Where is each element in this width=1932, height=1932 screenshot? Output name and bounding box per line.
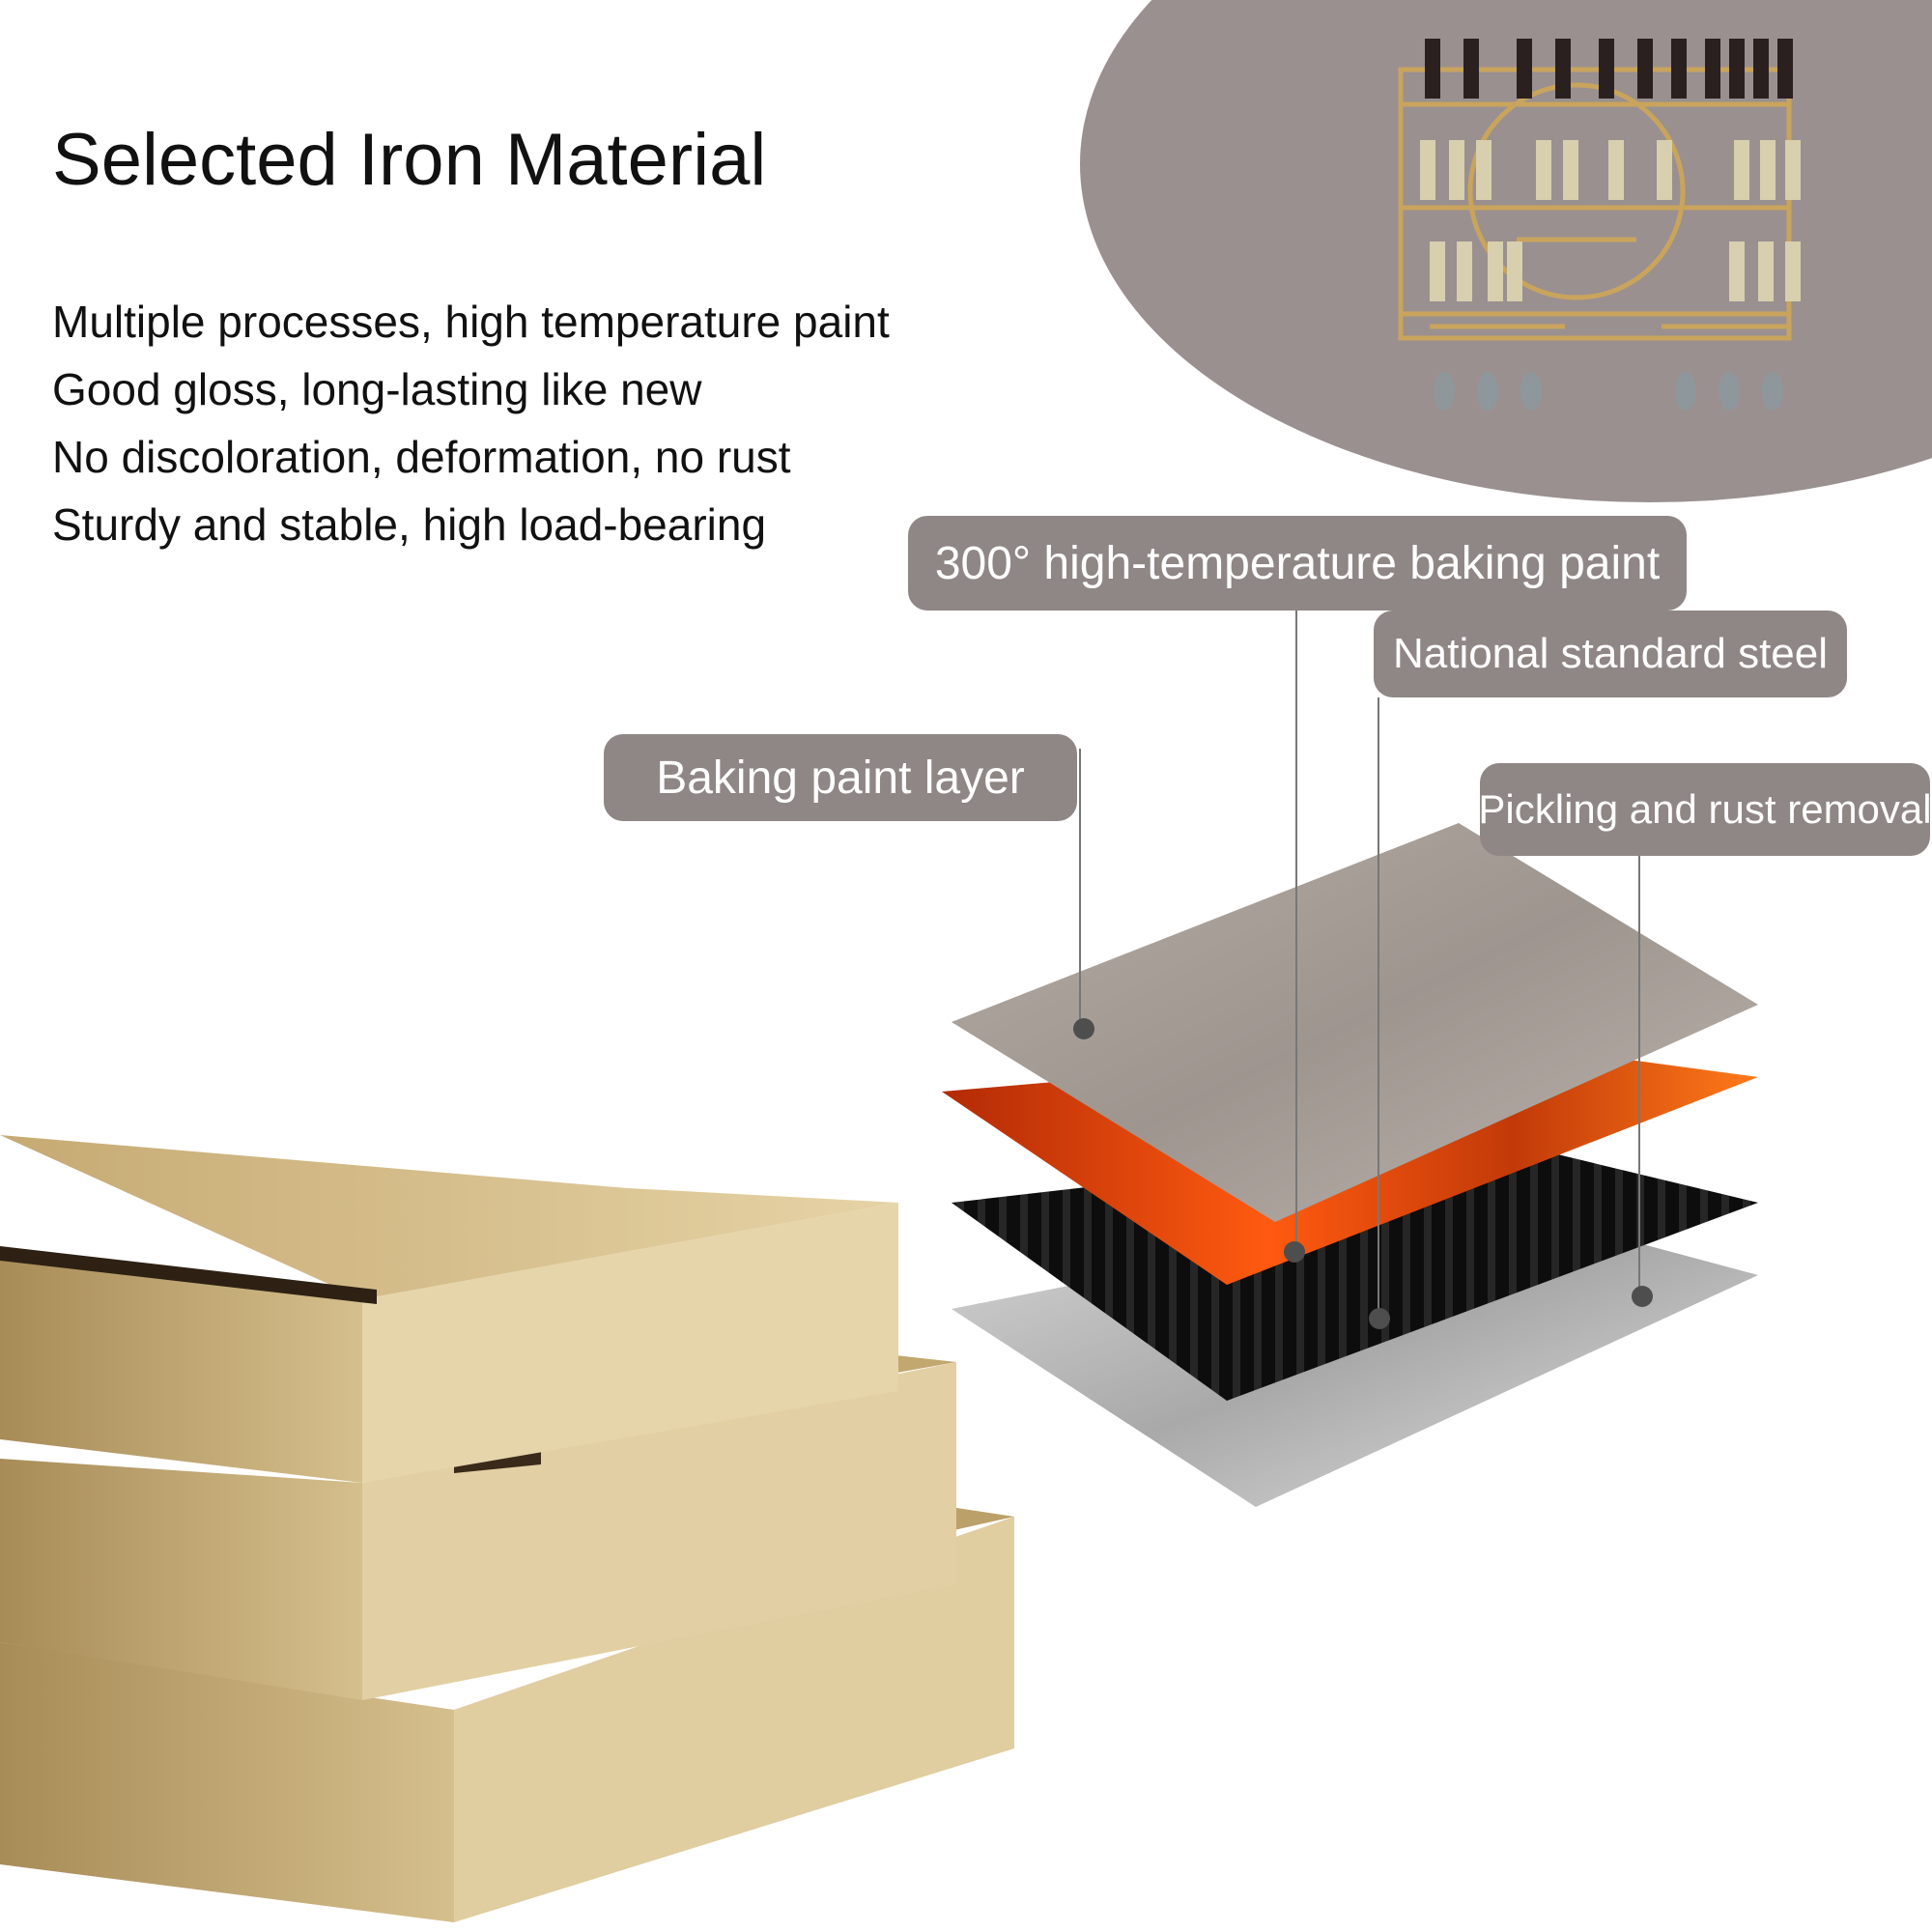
- bottle-shape: [1420, 140, 1435, 200]
- bottle-shape: [1734, 140, 1749, 200]
- bottle-shape: [1657, 140, 1672, 200]
- bottle-shape: [1536, 140, 1551, 200]
- bottle-shape: [1758, 242, 1774, 301]
- bottle-shape: [1476, 140, 1492, 200]
- bottle-shape: [1729, 39, 1745, 99]
- bottle-shape: [1488, 242, 1503, 301]
- label-baking-paint-layer: Baking paint layer: [604, 734, 1077, 821]
- bottle-shape: [1608, 140, 1624, 200]
- bottle-shape: [1671, 39, 1687, 99]
- bottle-shape: [1777, 39, 1793, 99]
- glass-shape: [1520, 372, 1542, 411]
- label-national-steel: National standard steel: [1374, 611, 1847, 697]
- bottle-shape: [1457, 242, 1472, 301]
- bottle-shape: [1785, 242, 1801, 301]
- bottle-shape: [1637, 39, 1653, 99]
- glass-shape: [1434, 372, 1455, 411]
- bottle-shape: [1729, 242, 1745, 301]
- feature-item: Sturdy and stable, high load-bearing: [52, 499, 767, 550]
- page-title: Selected Iron Material: [52, 119, 767, 201]
- bottle-shape: [1425, 39, 1440, 99]
- glass-shape: [1762, 372, 1783, 411]
- bottle-shape: [1507, 242, 1522, 301]
- bottle-shape: [1753, 39, 1769, 99]
- label-high-temp-paint: 300° high-temperature baking paint: [908, 516, 1687, 611]
- bottle-shape: [1517, 39, 1532, 99]
- label-pickling: Pickling and rust removal: [1478, 763, 1932, 856]
- feature-item: No discoloration, deformation, no rust: [52, 432, 791, 482]
- bottle-shape: [1599, 39, 1614, 99]
- glass-shape: [1477, 372, 1498, 411]
- bottle-shape: [1705, 39, 1720, 99]
- feature-item: Multiple processes, high temperature pai…: [52, 297, 890, 347]
- bottle-shape: [1555, 39, 1571, 99]
- bottle-shape: [1463, 39, 1479, 99]
- glass-shape: [1675, 372, 1696, 411]
- glass-shape: [1719, 372, 1740, 411]
- feature-list: Multiple processes, high temperature pai…: [52, 288, 890, 558]
- bottle-shape: [1760, 140, 1776, 200]
- bottle-shape: [1430, 242, 1445, 301]
- bottle-shape: [1563, 140, 1578, 200]
- bottle-shape: [1449, 140, 1464, 200]
- feature-item: Good gloss, long-lasting like new: [52, 364, 702, 414]
- bottle-shape: [1785, 140, 1801, 200]
